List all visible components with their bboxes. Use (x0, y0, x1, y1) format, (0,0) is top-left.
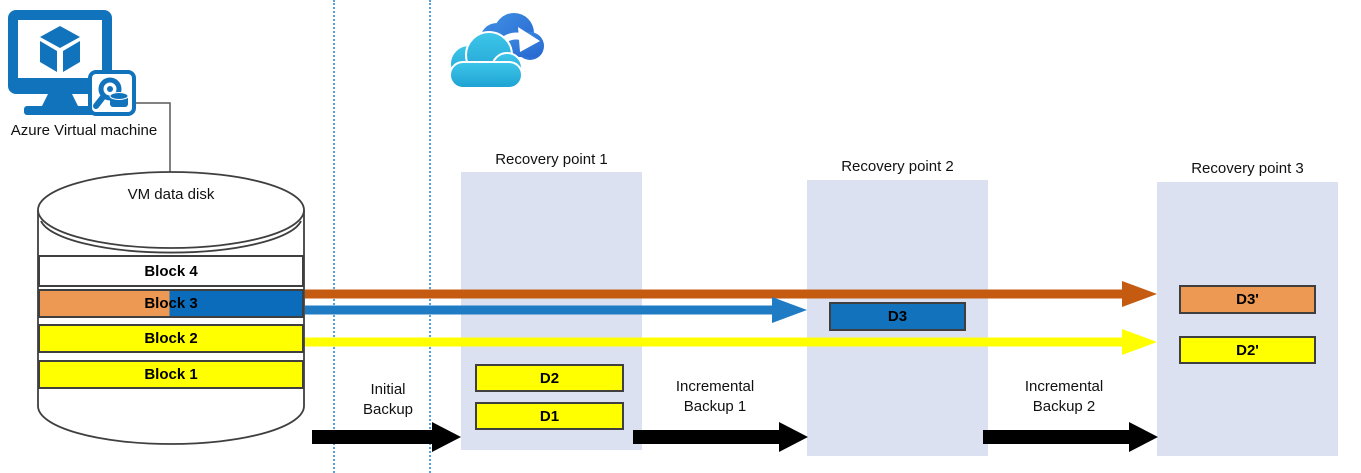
incremental-backup-1-label: Incremental Backup 1 (675, 378, 755, 416)
data-box-d2-prime: D2' (1179, 336, 1316, 364)
recovery-point-3-title: Recovery point 3 (1191, 160, 1304, 177)
arrow-incremental-backup-1 (633, 422, 808, 452)
data-box-d3-prime-label: D3' (1236, 291, 1259, 308)
disk-block-2-label: Block 2 (144, 330, 198, 347)
disk-block-1-label: Block 1 (144, 366, 198, 383)
data-box-d2: D2 (475, 364, 624, 392)
data-box-d2-label: D2 (539, 369, 560, 387)
disk-block-4-label: Block 4 (144, 262, 198, 280)
data-box-d3-prime: D3' (1179, 285, 1316, 314)
azure-vm-label: Azure Virtual machine (10, 122, 158, 139)
arrow-blue-block3-to-rp2 (305, 297, 807, 323)
disk-inspect-badge-icon (88, 70, 136, 116)
data-box-d3-label: D3 (887, 308, 908, 325)
recovery-point-2-title: Recovery point 2 (841, 158, 954, 175)
recovery-point-1-title: Recovery point 1 (495, 151, 608, 168)
dotted-guide-line-right (429, 0, 431, 473)
arrow-orange-block3-to-rp3 (305, 281, 1157, 307)
data-box-d1: D1 (475, 402, 624, 430)
vm-data-disk-label: VM data disk (127, 186, 215, 203)
vm-to-disk-connector (132, 102, 171, 173)
disk-block-3: Block 3 (38, 289, 304, 318)
disk-block-2: Block 2 (38, 324, 304, 353)
data-box-d2-prime-label: D2' (1236, 341, 1259, 359)
arrow-yellow-block2-to-rp3 (305, 329, 1157, 355)
recovery-point-3-panel (1157, 182, 1338, 456)
disk-block-1: Block 1 (38, 360, 304, 389)
cloud-backup-icon (449, 13, 544, 89)
azure-vm-icon (8, 10, 136, 116)
arrow-initial-backup (312, 422, 461, 452)
data-box-d3: D3 (829, 302, 966, 331)
arrow-incremental-backup-2 (983, 422, 1158, 452)
disk-block-4: Block 4 (38, 255, 304, 287)
incremental-backup-2-label: Incremental Backup 2 (1024, 378, 1104, 416)
data-box-d1-label: D1 (539, 407, 560, 425)
initial-backup-label: Initial Backup (362, 381, 414, 419)
dotted-guide-line-left (333, 0, 335, 473)
disk-block-3-label: Block 3 (144, 295, 198, 312)
